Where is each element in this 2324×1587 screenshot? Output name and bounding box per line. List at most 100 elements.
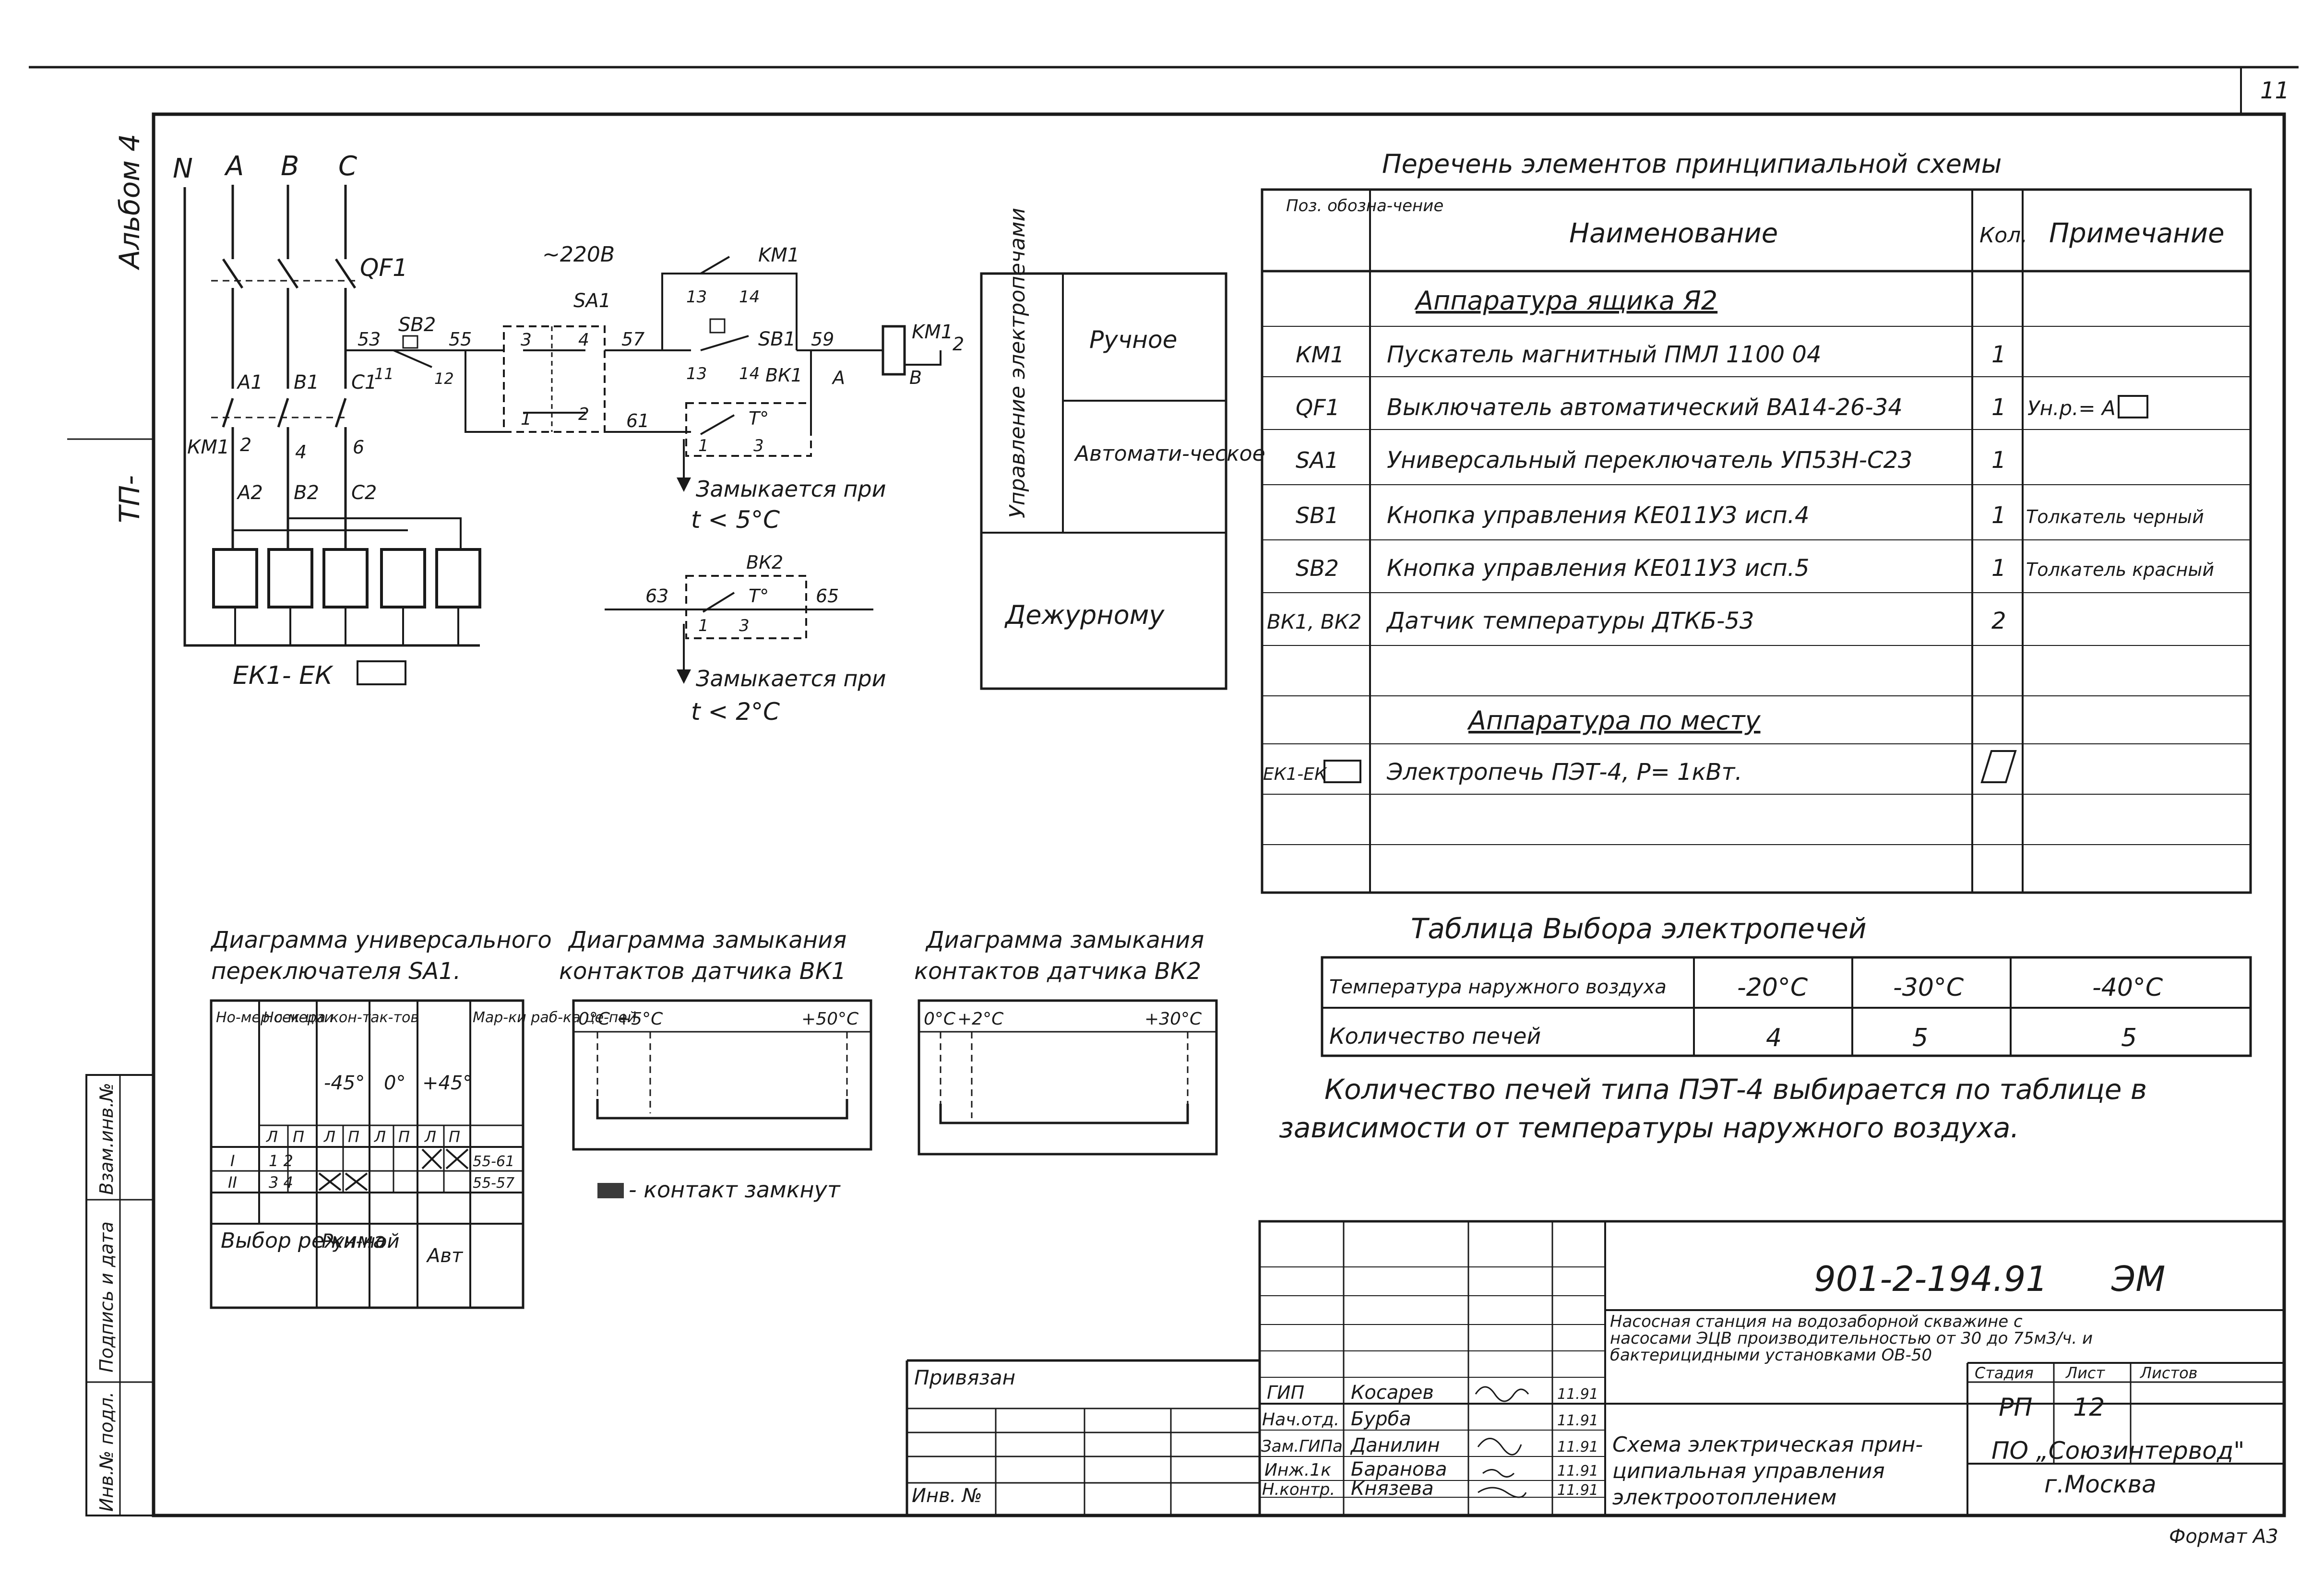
project-line-2: насосами ЭЦВ производительностью от 30 д… xyxy=(1610,1329,2093,1348)
row-qf1-note: Ун.р.= А xyxy=(2027,396,2116,420)
sheet-corner-number: 11 xyxy=(2260,77,2289,104)
sa1-sub-8: П xyxy=(449,1128,460,1146)
sheet-value: 12 xyxy=(2073,1393,2105,1422)
project-line-1: Насосная станция на водозаборной скважин… xyxy=(1610,1312,2023,1331)
sa1-sub-5: Л xyxy=(374,1128,386,1146)
staff-0-date: 11.91 xyxy=(1557,1386,1598,1403)
term-sa-4: 4 xyxy=(578,330,589,350)
drawing-line-2: ципиальная управления xyxy=(1612,1459,1885,1483)
staff-2-role: Зам.ГИПа xyxy=(1261,1437,1343,1456)
bk2-title-2: контактов датчика ВК2 xyxy=(914,958,1201,985)
staff-3-name: Баранова xyxy=(1351,1458,1447,1480)
ek-qty-box xyxy=(1980,750,2017,783)
wire-59: 59 xyxy=(811,329,834,350)
bus-label-b: B xyxy=(281,151,299,182)
term-sa-2: 2 xyxy=(578,405,589,424)
bk2-mid: +2°С xyxy=(957,1009,1004,1029)
staff-2-name: Данилин xyxy=(1350,1434,1440,1456)
mode-manual: Ручное xyxy=(1089,326,1177,354)
sheets-header: Листов xyxy=(2140,1364,2198,1382)
staff-0-name: Косарев xyxy=(1351,1382,1434,1404)
sa1-sub-1: Л xyxy=(266,1128,278,1146)
furnace-row2-label: Количество печей xyxy=(1329,1023,1541,1049)
row-sb1-note: Толкатель черный xyxy=(2026,506,2204,527)
sa1-mode-auto: Авт xyxy=(426,1245,464,1267)
sa1-row2-contacts: 3 4 xyxy=(269,1173,293,1192)
closes-1-line1: Замыкается при xyxy=(696,476,886,502)
staff-4-role: Н.контр. xyxy=(1262,1480,1335,1499)
sa1-title-2: переключателя SA1. xyxy=(211,958,461,985)
bk2-title-1: Диаграмма замыкания xyxy=(925,927,1204,954)
row-sb1-name: Кнопка управления КЕ011У3 исп.4 xyxy=(1387,502,1810,529)
km1-top-label: KM1 xyxy=(758,244,799,266)
wire-57: 57 xyxy=(621,329,644,350)
sa1-mode-manual: Руч-ной xyxy=(322,1230,399,1253)
km1-coil-label: KM1 xyxy=(912,321,953,343)
km1-contacts-label: КМ1 xyxy=(187,436,229,458)
furnace-note-2: зависимости от температуры наружного воз… xyxy=(1279,1111,2019,1144)
closes-2-line2: t < 2°С xyxy=(691,698,780,726)
bk1-label: ВК1 xyxy=(765,365,802,386)
phase-a1: A1 xyxy=(236,371,263,394)
stamp-signature-date: Подпись и дата xyxy=(96,1221,117,1372)
project-line-3: бактерицидными установками ОВ-50 xyxy=(1610,1346,1932,1365)
term-14a: 14 xyxy=(739,287,760,307)
qf1-current-box xyxy=(2118,395,2148,418)
legend-swatch xyxy=(597,1183,624,1198)
sa1-label: SA1 xyxy=(573,290,611,312)
staff-1-date: 11.91 xyxy=(1557,1412,1598,1429)
sa1-closed-marks xyxy=(318,1148,469,1191)
sa1-title-1: Диаграмма универсального xyxy=(210,927,552,954)
phase-b1: B1 xyxy=(294,371,319,394)
term-bk2-1: 1 xyxy=(698,616,709,635)
sa1-row1-contacts: 1 2 xyxy=(269,1152,293,1170)
sa1-row2-section: II xyxy=(228,1173,237,1192)
count-20: 4 xyxy=(1766,1024,1782,1052)
tp-label: ТП- xyxy=(113,475,146,523)
term-13b: 13 xyxy=(686,364,707,383)
section-1: Аппаратура ящика Я2 xyxy=(1414,286,1717,316)
bk1-title-2: контактов датчика ВК1 xyxy=(559,958,846,985)
term-12: 12 xyxy=(434,370,454,388)
bk2-right: +30°С xyxy=(1144,1009,1202,1029)
bk1-right: +50°С xyxy=(801,1009,859,1029)
bus-label-a: A xyxy=(224,151,244,182)
term-bk1-3: 3 xyxy=(753,436,764,455)
album-label: Альбом 4 xyxy=(113,134,146,271)
mode-rotated-label: Управление электропечами xyxy=(1005,208,1030,518)
sb1-label: SB1 xyxy=(758,328,796,350)
term-a: A xyxy=(831,367,845,388)
power-circuit: N A B C QF1 A1 B1 C1 КМ1 2 4 6 A2 B2 xyxy=(173,151,481,690)
row-km1-qty: 1 xyxy=(1991,341,2006,368)
sa1-sub-6: П xyxy=(398,1128,410,1146)
drawing-line-3: электроотоплением xyxy=(1612,1485,1836,1510)
mode-box: Управление электропечами Ручное Автомати… xyxy=(980,208,1265,690)
row-sb2-note: Толкатель красный xyxy=(2026,559,2214,580)
row-km1-name: Пускатель магнитный ПМЛ 1100 04 xyxy=(1387,341,1821,368)
sa1-diagram: Диаграмма универсального переключателя S… xyxy=(210,927,636,1309)
staff-1-name: Бурба xyxy=(1351,1408,1411,1430)
bk1-mid: +5°С xyxy=(617,1009,663,1029)
wire-65: 65 xyxy=(816,585,839,607)
furnace-title: Таблица Выбора электропечей xyxy=(1411,912,1867,945)
hdr-name: Наименование xyxy=(1569,218,1778,249)
bk1-diagram: Диаграмма замыкания контактов датчика ВК… xyxy=(559,927,872,1151)
bk1-t-symbol: T° xyxy=(749,408,769,429)
phase-a2: A2 xyxy=(236,482,263,504)
staff-2-date: 11.91 xyxy=(1557,1439,1598,1456)
term-14b: 14 xyxy=(739,364,760,383)
closes-1-line2: t < 5°С xyxy=(691,506,780,534)
inv-no: Инв. № xyxy=(912,1485,982,1507)
phase-c2: C2 xyxy=(351,482,377,504)
bk2-label: ВК2 xyxy=(746,552,783,573)
privyazan: Привязан xyxy=(914,1366,1015,1389)
temp-40: -40°С xyxy=(2092,973,2163,1002)
sa1-col-0: 0° xyxy=(384,1072,405,1094)
bk2-left: 0°С xyxy=(924,1009,956,1029)
doc-type: ЭМ xyxy=(2111,1259,2165,1299)
term-bk2-3: 3 xyxy=(739,616,750,635)
count-40: 5 xyxy=(2121,1024,2137,1052)
temp-20: -20°С xyxy=(1737,973,1808,1002)
row-qf1-name: Выключатель автоматический ВА14-26-34 xyxy=(1387,394,1903,421)
